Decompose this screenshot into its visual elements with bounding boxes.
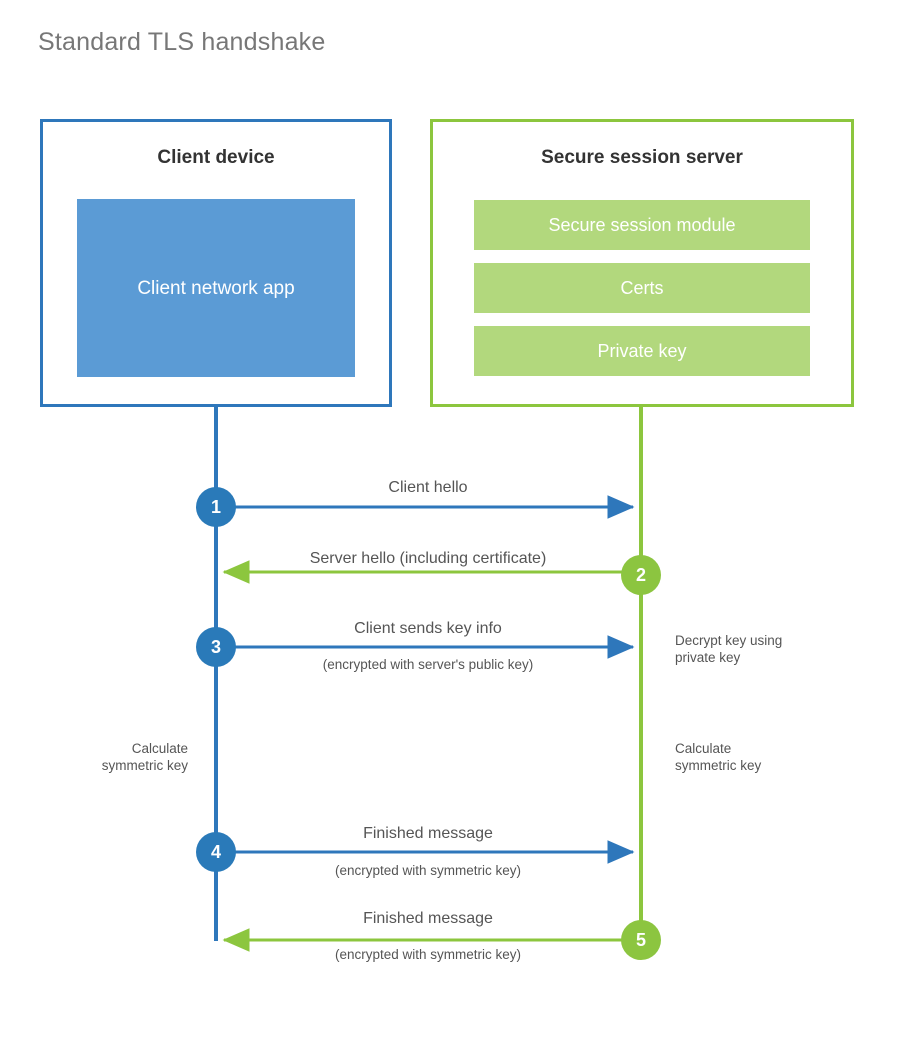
message-label-4: Finished message [363,825,493,842]
secure-session-server-title: Secure session server [541,147,743,168]
message-sublabel-3: (encrypted with server's public key) [322,657,534,672]
note-server-calculate-line1: Calculate [675,741,732,756]
page-title: Standard TLS handshake [38,28,326,56]
client-network-app-label: Client network app [137,277,295,299]
server-component-secure-session-module: Secure session module [474,200,810,250]
secure-session-server-box: Secure session server Secure session mod… [430,119,854,407]
message-sublabel-5: (encrypted with symmetric key) [334,947,522,962]
server-component-certs: Certs [474,263,810,313]
note-decrypt-key: Decrypt key using private key [675,632,845,666]
server-component-label: Private key [597,340,687,361]
step-circle-1 [196,487,236,527]
note-decrypt-key-line2: private key [675,650,741,665]
note-client-calculate-line2: symmetric key [101,758,188,773]
message-label-5: Finished message [363,910,493,927]
server-component-label: Certs [620,277,664,298]
step-circle-3 [196,627,236,667]
message-sublabel-4: (encrypted with symmetric key) [334,863,522,878]
note-decrypt-key-line1: Decrypt key using [675,633,783,648]
note-server-calculate-symmetric-key: Calculate symmetric key [675,740,845,774]
step-circle-5 [621,920,661,960]
note-server-calculate-line2: symmetric key [675,758,762,773]
step-circle-2 [621,555,661,595]
client-device-title: Client device [157,147,275,168]
message-label-2: Server hello (including certificate) [309,550,547,567]
note-client-calculate-symmetric-key: Calculate symmetric key [20,740,188,774]
message-label-3: Client sends key info [354,620,502,637]
server-component-label: Secure session module [548,214,736,235]
step-circle-4 [196,832,236,872]
note-client-calculate-line1: Calculate [131,741,188,756]
client-network-app-block: Client network app [77,199,355,377]
client-device-box: Client device Client network app [40,119,392,407]
message-label-1: Client hello [388,479,468,496]
server-component-private-key: Private key [474,326,810,376]
